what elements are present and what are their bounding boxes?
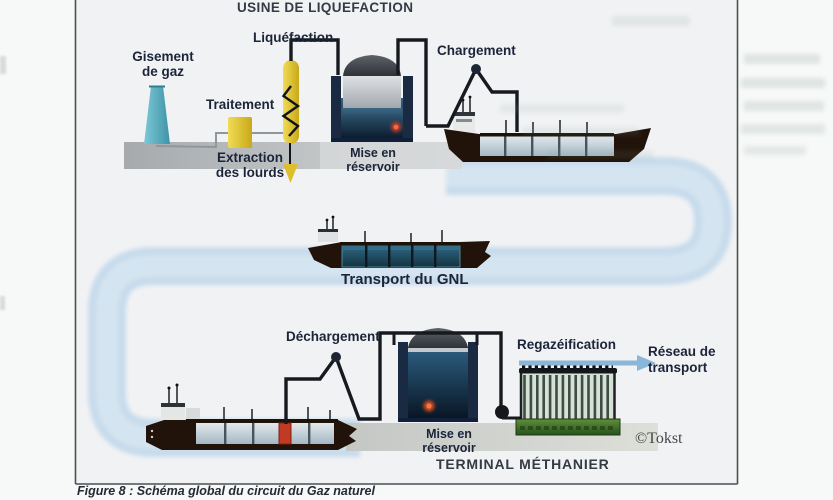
- gas-network-label: Réseau de transport: [648, 344, 716, 375]
- heavies-extraction-label: Extraction des lourds: [208, 150, 292, 180]
- plant-piping: [289, 38, 519, 132]
- ghost-bleed-mark: [548, 150, 653, 159]
- scan-edge-mark: [0, 296, 5, 310]
- ghost-bleed-mark: [744, 146, 806, 155]
- unloading-manifold: [278, 422, 292, 445]
- storage-tank-plant: [331, 55, 413, 142]
- heavies-extraction-label-line1: Extraction: [216, 150, 284, 165]
- heavies-extraction-label-line2: des lourds: [215, 164, 285, 180]
- plant-storage-label: Mise en réservoir: [346, 146, 400, 174]
- regazeification-to-network-arrow: [519, 355, 656, 371]
- terminal-storage-label: Mise en réservoir: [422, 427, 476, 455]
- watermark-credit: ©Tokst: [635, 430, 683, 447]
- loading-label: Chargement: [437, 43, 516, 58]
- gas-field-derrick: [144, 85, 283, 149]
- ghost-bleed-mark: [744, 54, 820, 64]
- lng-carrier-transport: [308, 215, 491, 268]
- loading-arm-joint: [471, 64, 481, 74]
- ghost-bleed-mark: [741, 124, 825, 134]
- unloading-label: Déchargement: [286, 329, 380, 344]
- storage-tank-terminal: [398, 328, 478, 422]
- gas-field-label: Gisement de gaz: [117, 49, 209, 79]
- sea-route-band: [88, 157, 733, 457]
- liquefaction-column: [281, 60, 301, 183]
- ghost-bleed-mark: [612, 16, 690, 26]
- gas-field-label-line2: de gaz: [141, 64, 184, 79]
- figure-frame: [74, 0, 739, 485]
- lng-carrier-unloading: [146, 383, 357, 450]
- gas-network-label-line1: Réseau de: [648, 344, 716, 359]
- heavies-drop: [283, 164, 298, 183]
- ghost-bleed-mark: [744, 101, 824, 111]
- lng-pump: [495, 405, 509, 419]
- regasification-label: Regazéification: [517, 337, 617, 352]
- ghost-bleed-mark: [500, 104, 624, 113]
- figure-caption: Figure 8 : Schéma global du circuit du G…: [77, 484, 375, 498]
- ghost-bleed-mark: [522, 127, 640, 136]
- treatment-unit: [228, 117, 252, 148]
- unloading-arm-joint: [331, 352, 341, 362]
- liquefaction-label: Liquéfaction: [253, 30, 334, 45]
- gas-network-label-line2: transport: [648, 359, 708, 375]
- regasification-vaporizer: [515, 365, 621, 436]
- treatment-label: Traitement: [206, 97, 275, 112]
- terminal-piping: [284, 331, 521, 424]
- gas-field-label-line1: Gisement: [132, 49, 194, 64]
- ghost-bleed-mark: [741, 78, 825, 88]
- scan-edge-mark: [0, 56, 6, 74]
- transport-label: Transport du GNL: [341, 271, 469, 288]
- terminal-title: TERMINAL MÉTHANIER: [436, 456, 610, 472]
- lng-carrier-loading: [444, 95, 651, 162]
- plant-title: USINE DE LIQUEFACTION: [237, 0, 414, 15]
